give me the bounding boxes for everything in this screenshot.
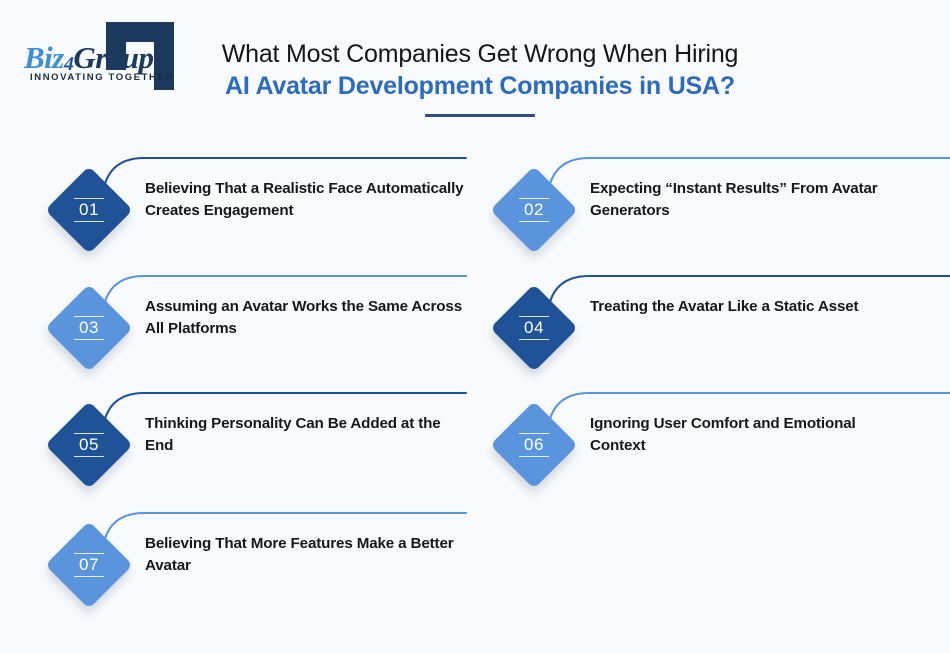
list-item: 05 Thinking Personality Can Be Added at t…: [40, 385, 470, 505]
number-rule-bottom: [519, 221, 549, 222]
item-number-group: 01: [46, 167, 132, 253]
item-label: Expecting “Instant Results” From Avatar …: [590, 180, 878, 219]
item-number: 03: [79, 318, 99, 337]
number-rule-bottom: [74, 576, 104, 577]
item-number-group: 04: [491, 285, 577, 371]
item-label: Assuming an Avatar Works the Same Across…: [145, 298, 462, 337]
item-number: 07: [79, 555, 99, 574]
number-rule-top: [74, 316, 104, 317]
number-rule-bottom: [519, 456, 549, 457]
logo-wordmark: Biz4Group: [24, 40, 154, 76]
list-item: 06 Ignoring User Comfort and Emotional Co…: [485, 385, 950, 505]
number-rule-bottom: [519, 339, 549, 340]
number-rule-top: [519, 316, 549, 317]
item-number: 05: [79, 435, 99, 454]
item-number-group: 03: [46, 285, 132, 371]
infographic-header: Biz4Group INNOVATING TOGETHER What Most …: [0, 0, 950, 135]
logo-tagline: INNOVATING TOGETHER: [30, 72, 174, 83]
page-title-line1: What Most Companies Get Wrong When Hirin…: [221, 40, 739, 68]
item-badge: 02: [490, 166, 578, 254]
list-item: 07 Believing That More Features Make a Be…: [40, 505, 470, 625]
item-badge: 05: [45, 401, 133, 489]
number-rule-bottom: [74, 339, 104, 340]
item-number: 01: [79, 200, 99, 219]
logo-text-group: Group: [73, 40, 154, 75]
item-number: 06: [524, 435, 544, 454]
number-rule-bottom: [74, 221, 104, 222]
logo-text-biz: Biz: [24, 40, 64, 75]
item-badge: 03: [45, 284, 133, 372]
page-title-line2: AI Avatar Development Companies in USA?: [225, 72, 735, 100]
item-number-group: 07: [46, 522, 132, 608]
item-label: Believing That a Realistic Face Automati…: [145, 180, 464, 219]
item-number-group: 02: [491, 167, 577, 253]
logo-bracket-icon: [106, 22, 174, 90]
logo-text-four: 4: [63, 53, 74, 75]
item-label: Thinking Personality Can Be Added at the…: [145, 415, 441, 454]
item-number: 04: [524, 318, 544, 337]
list-item: 01 Believing That a Realistic Face Automa…: [40, 150, 470, 270]
item-label: Treating the Avatar Like a Static Asset: [590, 298, 859, 315]
number-rule-top: [74, 433, 104, 434]
item-number-group: 05: [46, 402, 132, 488]
list-item: 03 Assuming an Avatar Works the Same Acro…: [40, 268, 470, 388]
number-rule-top: [519, 198, 549, 199]
item-label: Believing That More Features Make a Bett…: [145, 535, 454, 574]
brand-logo: Biz4Group INNOVATING TOGETHER: [18, 22, 178, 92]
item-number-group: 06: [491, 402, 577, 488]
title-underline-accent: [425, 114, 535, 117]
number-rule-bottom: [74, 456, 104, 457]
list-item: 02 Expecting “Instant Results” From Avata…: [485, 150, 950, 270]
item-badge: 04: [490, 284, 578, 372]
item-badge: 06: [490, 401, 578, 489]
item-badge: 01: [45, 166, 133, 254]
title-block: What Most Companies Get Wrong When Hirin…: [195, 38, 765, 117]
item-label: Ignoring User Comfort and Emotional Cont…: [590, 415, 856, 454]
number-rule-top: [74, 553, 104, 554]
number-rule-top: [519, 433, 549, 434]
item-badge: 07: [45, 521, 133, 609]
list-item: 04 Treating the Avatar Like a Static Asse…: [485, 268, 950, 388]
item-number: 02: [524, 200, 544, 219]
number-rule-top: [74, 198, 104, 199]
